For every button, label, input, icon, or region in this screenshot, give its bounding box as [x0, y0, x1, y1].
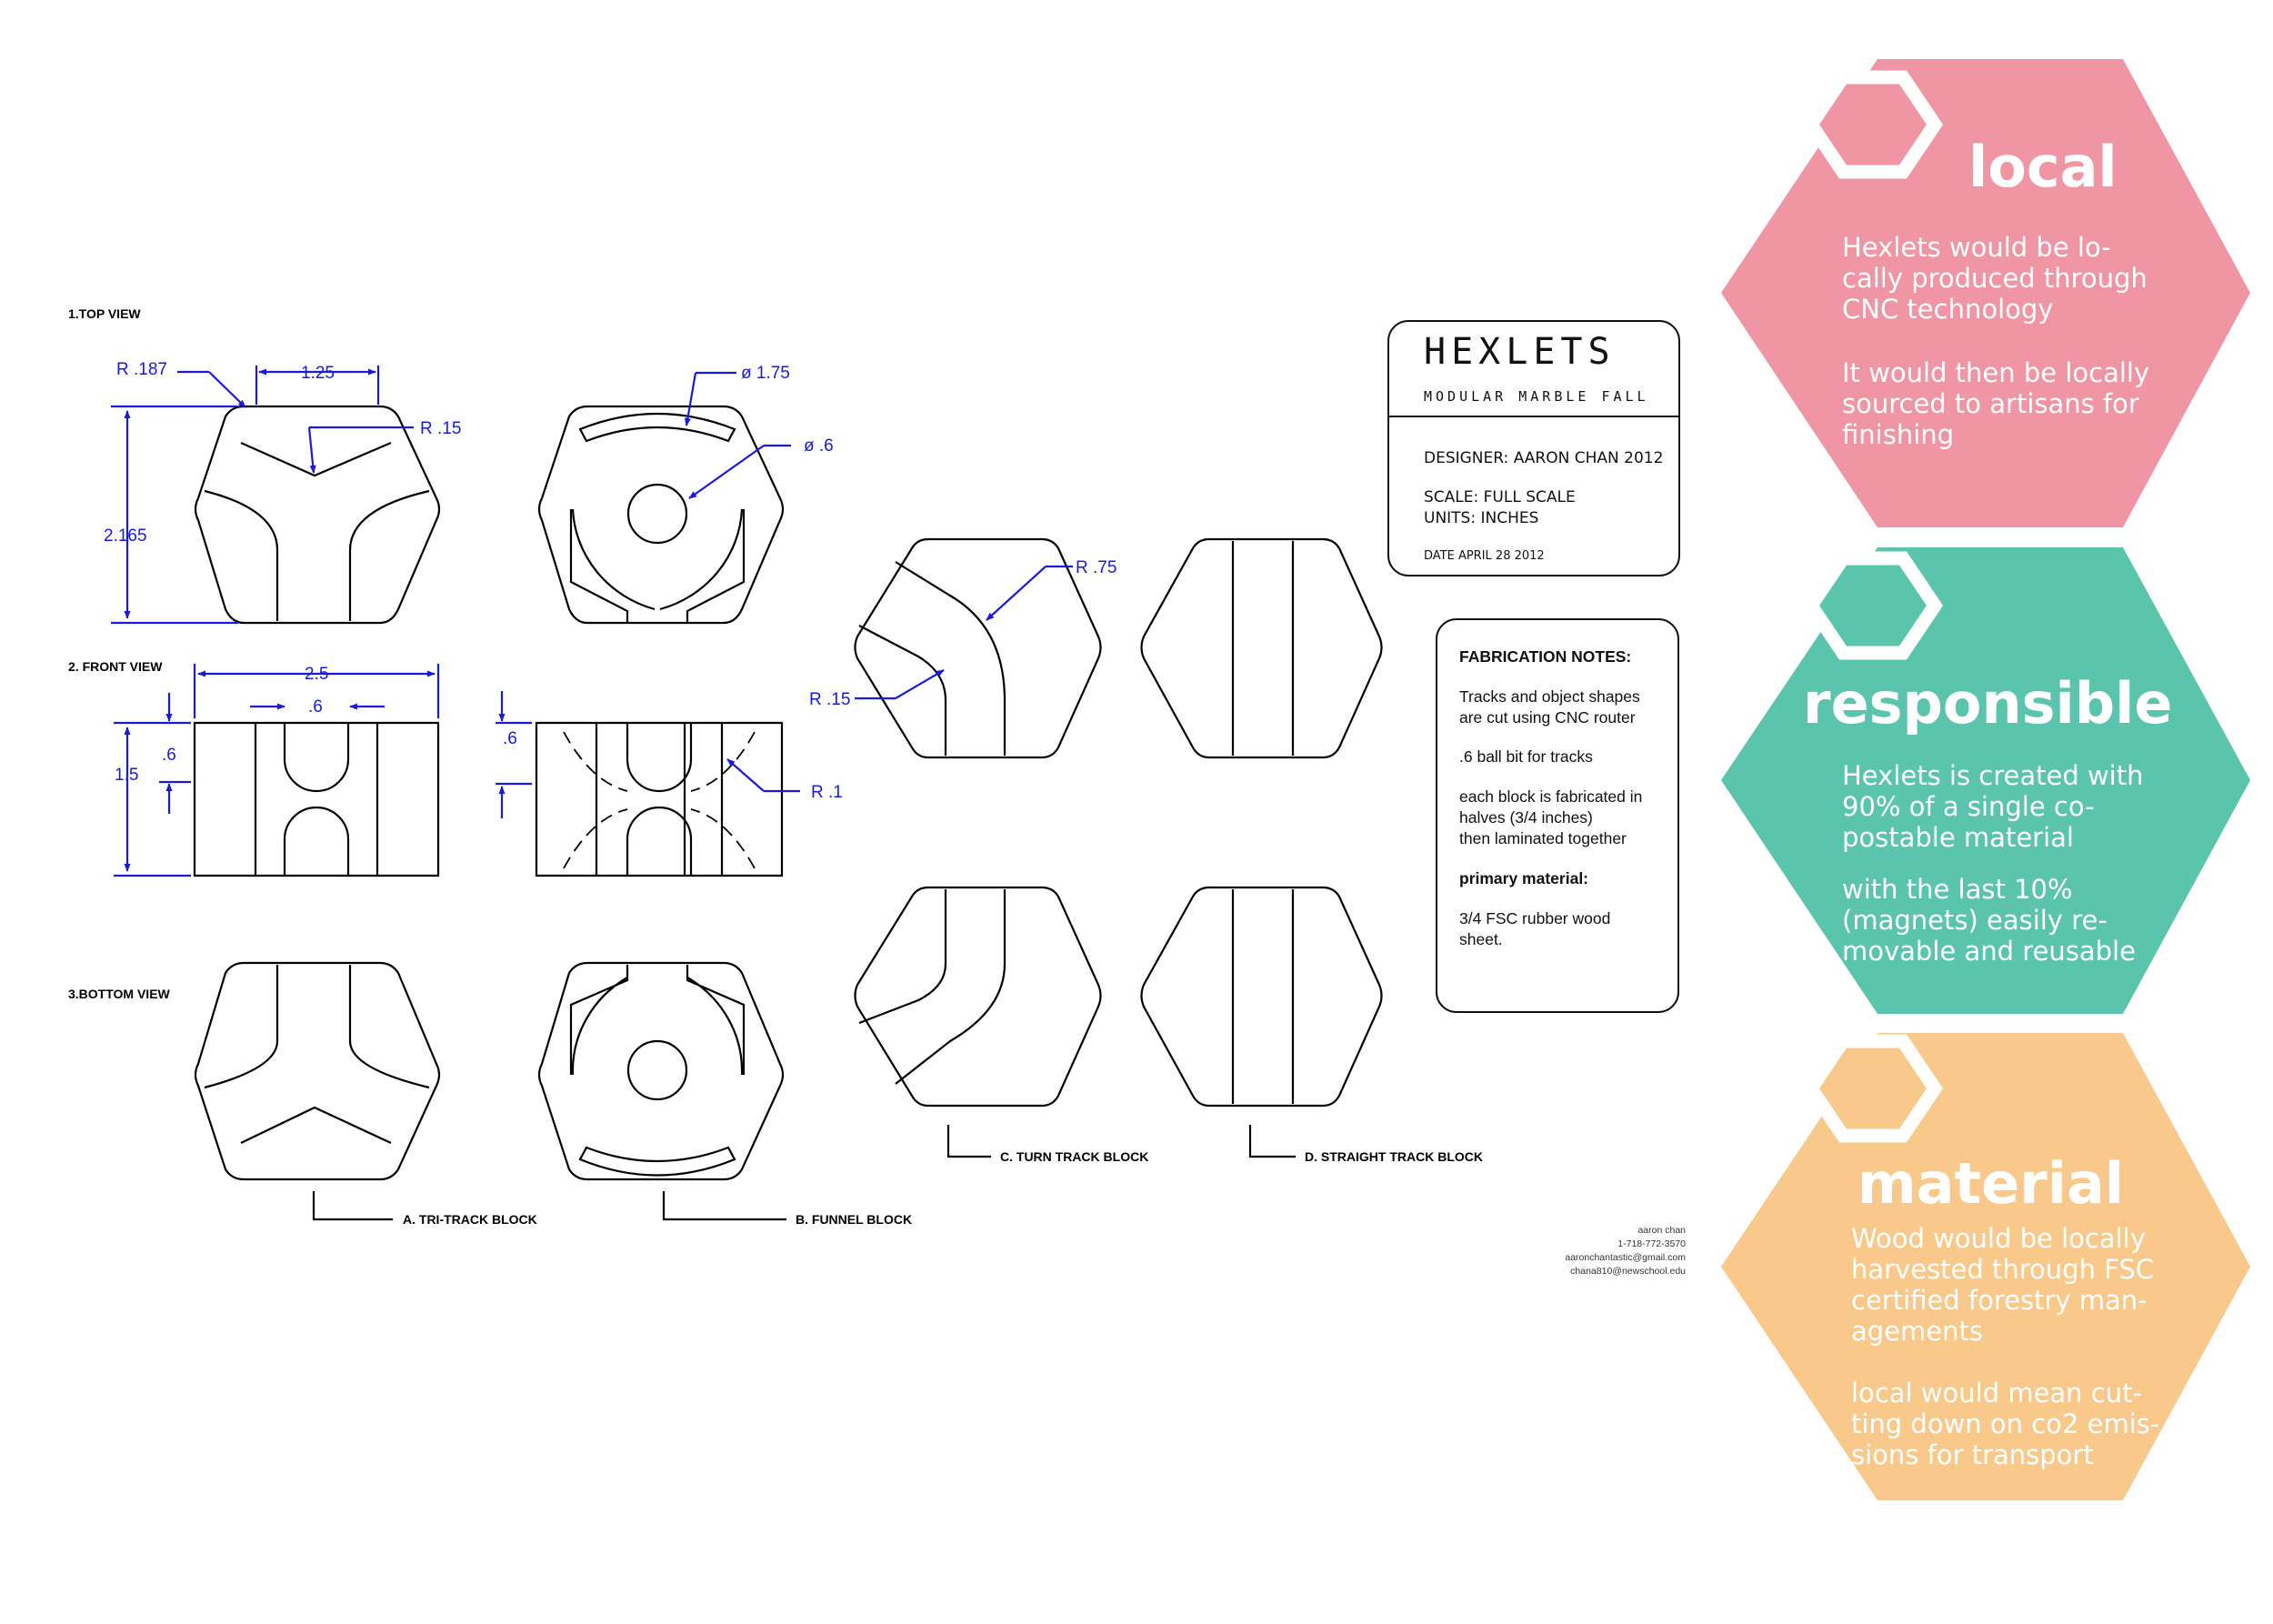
panel-local-small-hexagon — [1802, 70, 1944, 179]
fabrication-note-line: 3/4 FSC rubber wood — [1459, 909, 1610, 927]
panel-responsible-small-hexagon — [1802, 551, 1944, 660]
leader-b — [662, 1191, 786, 1221]
panel-material-hexagon — [1721, 1033, 2250, 1500]
contact-line: chana810@newschool.edu — [1570, 1266, 1686, 1277]
dim-w25: 2.5 — [305, 665, 328, 684]
tri-track-top-view — [194, 405, 441, 625]
title-block-designer: DESIGNER: AARON CHAN 2012 — [1424, 449, 1663, 467]
panel-responsible-line: (magnets) easily re- — [1842, 905, 2108, 936]
panel-local-line: It would then be locally — [1842, 357, 2149, 388]
leader-d — [1248, 1125, 1296, 1158]
panel-local-line: sourced to artisans for — [1842, 388, 2139, 419]
panel-material-heading: material — [1857, 1150, 2124, 1217]
tri-track-top-dimensions: R .187 1.25 R .15 2.165 — [104, 360, 461, 625]
panel-local-line: cally produced through — [1842, 263, 2148, 294]
title-block-title: HEXLETS — [1424, 331, 1616, 373]
leader-a — [312, 1191, 393, 1221]
label-tri-track-block: A. TRI-TRACK BLOCK — [403, 1212, 537, 1227]
panel-responsible-line: with the last 10% — [1842, 874, 2073, 905]
contact-line: aaron chan — [1637, 1225, 1686, 1236]
fabrication-note-line: halves (3/4 inches) — [1459, 808, 1593, 827]
straight-track-top-view — [1140, 537, 1383, 759]
fabrication-note-line: primary material: — [1459, 869, 1588, 887]
dim-d06: ø .6 — [804, 436, 834, 456]
leader-c — [946, 1125, 991, 1158]
title-block-scale: SCALE: FULL SCALE — [1424, 488, 1576, 506]
panel-material-line: sions for transport — [1851, 1439, 2094, 1470]
panel-responsible: responsible Hexlets is created with 90% … — [1721, 547, 2250, 1014]
turn-track-bottom-view — [854, 886, 1102, 1108]
panel-local-line: CNC technology — [1842, 294, 2053, 325]
funnel-front-view — [535, 721, 784, 877]
dim-w06: .6 — [308, 697, 323, 717]
fabrication-note-line: then laminated together — [1459, 829, 1627, 847]
fabrication-notes-heading: FABRICATION NOTES: — [1459, 647, 1631, 666]
panel-local-line: Hexlets would be lo- — [1842, 232, 2111, 263]
funnel-top-dimensions: ø 1.75 ø .6 — [684, 364, 834, 499]
turn-track-top-view — [854, 537, 1102, 759]
funnel-bottom-view — [537, 961, 785, 1181]
straight-track-bottom-view — [1140, 886, 1383, 1108]
panel-responsible-line: 90% of a single co- — [1842, 791, 2095, 822]
contact-line: aaronchantastic@gmail.com — [1565, 1252, 1686, 1263]
dim-h06-front-a: .6 — [162, 746, 176, 765]
title-block: HEXLETS MODULAR MARBLE FALL DESIGNER: AA… — [1387, 320, 1680, 576]
fabrication-note-line: each block is fabricated in — [1459, 787, 1642, 806]
dim-h06-front-b: .6 — [503, 729, 517, 748]
panel-responsible-line: movable and reusable — [1842, 936, 2136, 967]
panel-material-small-hexagon — [1802, 1034, 1944, 1143]
label-funnel-block: B. FUNNEL BLOCK — [796, 1212, 912, 1227]
tri-track-bottom-view — [194, 961, 441, 1181]
contact-line: 1-718-772-3570 — [1617, 1238, 1686, 1249]
turn-track-dimensions: R .75 R .15 — [809, 558, 1116, 709]
bottom-view-label: 3.BOTTOM VIEW — [68, 987, 171, 1001]
contact-info: aaron chan 1-718-772-3570 aaronchantasti… — [1565, 1225, 1686, 1277]
dim-w125: 1.25 — [301, 364, 335, 383]
panel-responsible-line: Hexlets is created with — [1842, 760, 2144, 791]
funnel-front-dimensions: .6 R .1 — [496, 691, 843, 818]
fabrication-note-line: sheet. — [1459, 930, 1503, 948]
panel-local-line: finishing — [1842, 419, 1954, 450]
dim-h15: 1.5 — [115, 766, 138, 785]
dim-r15-top: R .15 — [420, 419, 461, 438]
panel-material-line: agements — [1851, 1316, 1983, 1347]
panel-local: local Hexlets would be lo- cally produce… — [1721, 59, 2250, 527]
panel-material-line: Wood would be locally — [1851, 1223, 2146, 1254]
panel-material-line: local would mean cut- — [1851, 1378, 2142, 1408]
panel-material-line: ting down on co2 emis- — [1851, 1408, 2159, 1439]
panel-responsible-heading: responsible — [1803, 670, 2172, 737]
top-view-label: 1.TOP VIEW — [68, 306, 141, 321]
panel-local-heading: local — [1968, 134, 2118, 200]
fabrication-note-line: are cut using CNC router — [1459, 708, 1636, 727]
panel-material-line: certified forestry man- — [1851, 1285, 2148, 1316]
panel-responsible-line: postable material — [1842, 822, 2074, 853]
dim-r1: R .1 — [811, 783, 843, 802]
label-turn-track-block: C. TURN TRACK BLOCK — [1000, 1149, 1148, 1164]
dim-h2165: 2.165 — [104, 526, 147, 546]
panel-material: material Wood would be locally harvested… — [1721, 1033, 2250, 1500]
title-block-subtitle: MODULAR MARBLE FALL — [1424, 388, 1649, 405]
tri-track-front-dimensions: 2.5 .6 1.5 .6 — [114, 664, 440, 877]
dim-r187: R .187 — [116, 360, 167, 379]
panel-responsible-hexagon — [1721, 547, 2250, 1014]
fabrication-note-line: .6 ball bit for tracks — [1459, 747, 1593, 766]
label-straight-track-block: D. STRAIGHT TRACK BLOCK — [1305, 1149, 1483, 1164]
title-block-date: DATE APRIL 28 2012 — [1424, 549, 1545, 563]
front-view-label: 2. FRONT VIEW — [68, 659, 163, 674]
funnel-top-view — [537, 405, 785, 625]
dim-r75: R .75 — [1076, 558, 1116, 577]
dim-d175: ø 1.75 — [741, 364, 790, 383]
fabrication-note-line: Tracks and object shapes — [1459, 687, 1640, 706]
fabrication-notes: FABRICATION NOTES: Tracks and object sha… — [1436, 618, 1679, 1013]
tri-track-front-view — [193, 721, 440, 877]
panel-material-line: harvested through FSC — [1851, 1254, 2154, 1285]
dim-r15-turn: R .15 — [809, 690, 850, 709]
title-block-units: UNITS: INCHES — [1424, 509, 1538, 527]
